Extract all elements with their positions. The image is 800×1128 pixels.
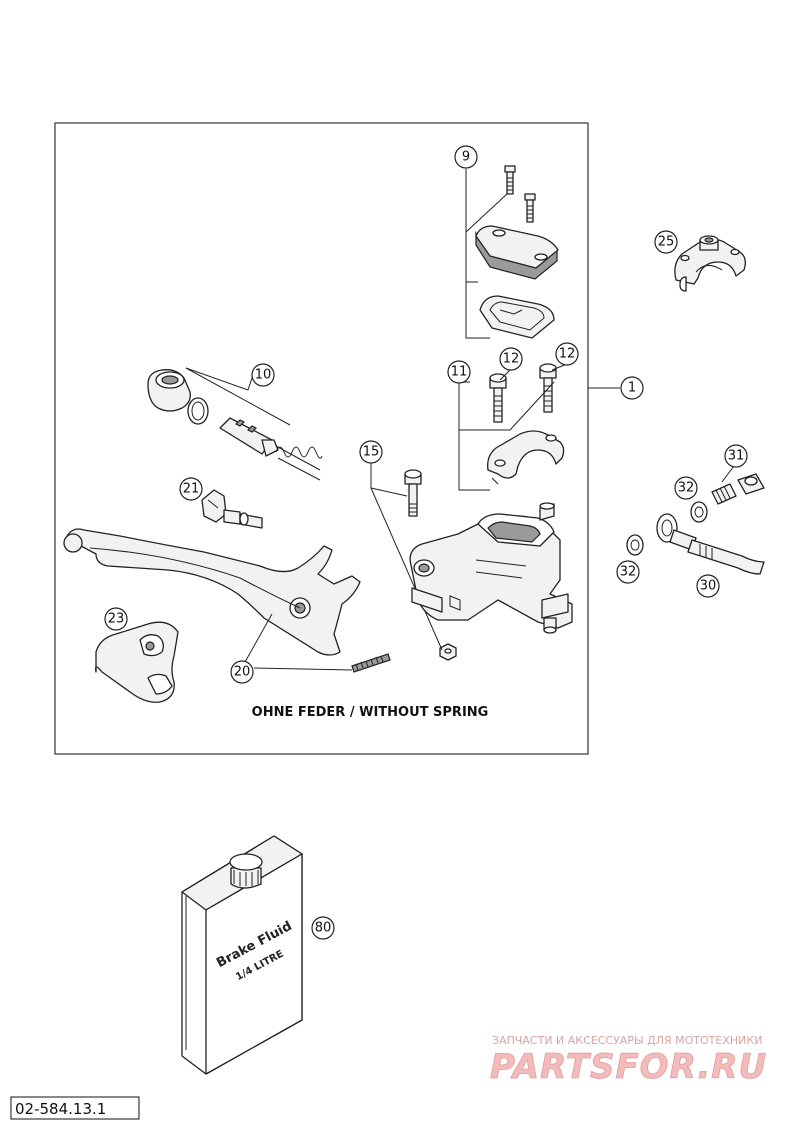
svg-text:10: 10 <box>255 368 272 383</box>
svg-text:12: 12 <box>559 347 576 362</box>
callout-12-right: 12 <box>555 342 579 366</box>
callout-15: 15 <box>359 440 383 464</box>
drawing-code-text: 02-584.13.1 <box>15 1100 106 1118</box>
caption: OHNE FEDER / WITHOUT SPRING <box>252 705 489 720</box>
master-cylinder-body <box>409 502 573 634</box>
sealing-washer-top <box>690 501 708 523</box>
sealing-washer-bottom <box>626 534 644 556</box>
lever-cover <box>94 621 179 703</box>
callout-20: 20 <box>230 660 254 684</box>
piston <box>219 417 279 457</box>
banjo-bolt <box>711 473 765 505</box>
callout-9: 9 <box>454 145 478 169</box>
svg-text:9: 9 <box>462 150 470 165</box>
reservoir-cover-assembly <box>465 165 559 339</box>
callout-11: 11 <box>447 360 471 384</box>
clamp-bolt-left <box>489 373 507 423</box>
callout-markers: 9 25 10 11 12 12 1 15 31 21 32 32 30 23 … <box>104 145 748 940</box>
callout-31: 31 <box>724 444 748 468</box>
callout-1: 1 <box>620 376 644 400</box>
lever-pivot-bolt <box>404 469 422 517</box>
callout-23: 23 <box>104 607 128 631</box>
svg-text:20: 20 <box>234 665 251 680</box>
brake-fluid-container: Brake Fluid 1/4 LITRE <box>181 835 303 1075</box>
svg-text:25: 25 <box>658 235 675 250</box>
callout-80: 80 <box>311 916 335 940</box>
piston-boot <box>147 369 191 412</box>
callout-10: 10 <box>251 363 275 387</box>
drawing-code: 02-584.13.1 <box>10 1096 140 1120</box>
svg-text:31: 31 <box>728 449 745 464</box>
callout-32-top: 32 <box>674 476 698 500</box>
lever-pivot-nut <box>439 643 457 661</box>
svg-text:23: 23 <box>108 612 125 627</box>
watermark-tagline: ЗАПЧАСТИ И АКСЕССУАРЫ ДЛЯ МОТОТЕХНИКИ <box>492 1034 762 1047</box>
master-cylinder-clamp <box>487 430 565 485</box>
reservoir-cover <box>475 225 559 280</box>
watermark: ЗАПЧАСТИ И АКСЕССУАРЫ ДЛЯ МОТОТЕХНИКИ PA… <box>490 1034 767 1087</box>
callout-25: 25 <box>654 230 678 254</box>
callout-32-bottom: 32 <box>616 560 640 584</box>
handlebar-clamp-with-mirror-mount <box>674 235 746 292</box>
cover-screw-2 <box>524 193 536 223</box>
svg-text:32: 32 <box>620 565 637 580</box>
reservoir-gasket <box>479 295 555 339</box>
piston-spring <box>275 445 323 481</box>
svg-text:11: 11 <box>451 365 468 380</box>
callout-30: 30 <box>696 574 720 598</box>
svg-text:30: 30 <box>700 579 717 594</box>
svg-text:32: 32 <box>678 481 695 496</box>
diagram-frame <box>54 122 589 755</box>
piston-circlip <box>187 397 209 425</box>
svg-text:1: 1 <box>628 381 636 396</box>
brake-line-banjo <box>656 513 765 575</box>
cover-screw-1 <box>504 165 516 195</box>
piston-kit <box>147 367 323 481</box>
svg-text:15: 15 <box>363 445 380 460</box>
callout-12-left: 12 <box>499 347 523 371</box>
svg-text:12: 12 <box>503 352 520 367</box>
svg-text:21: 21 <box>183 482 200 497</box>
watermark-logo: PARTSFOR.RU <box>490 1047 767 1087</box>
lever-spring <box>351 653 391 673</box>
lever-adjuster <box>201 489 263 529</box>
svg-text:80: 80 <box>315 921 332 936</box>
callout-21: 21 <box>179 477 203 501</box>
brake-lever <box>63 528 361 656</box>
